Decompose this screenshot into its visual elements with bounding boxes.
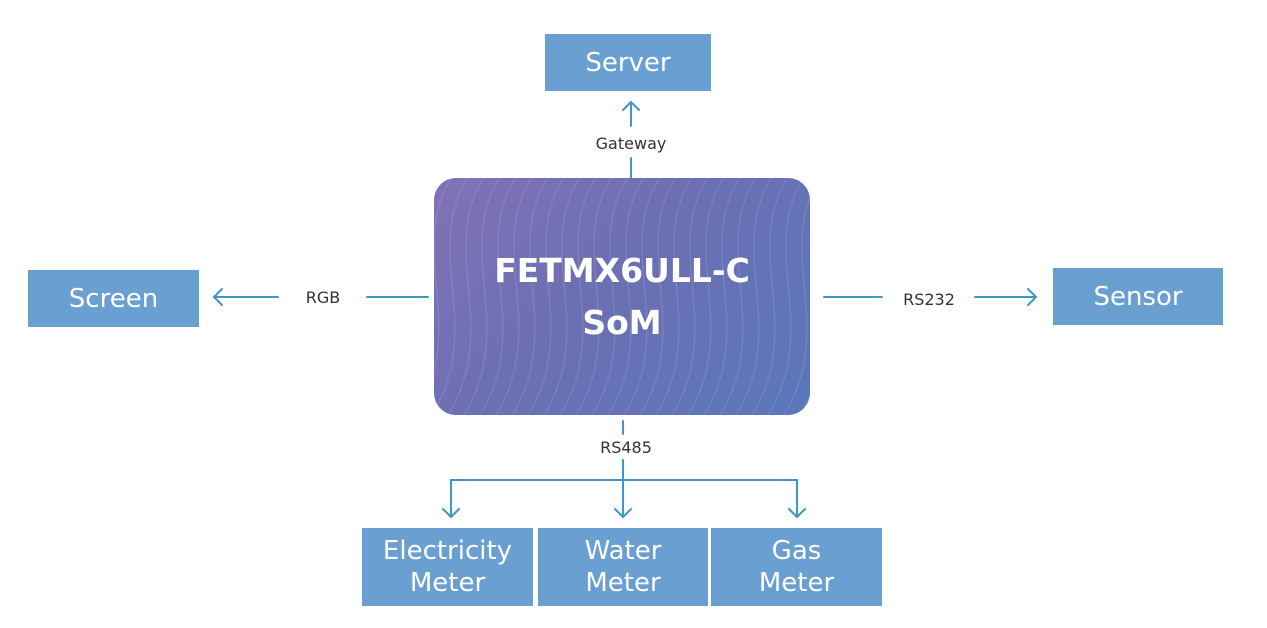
wave-line	[735, 178, 773, 415]
arrow-left-icon	[213, 288, 223, 306]
wave-line	[527, 178, 565, 415]
som-title-line1: FETMX6ULL-C	[494, 250, 750, 290]
wave-line	[655, 178, 693, 415]
rs485-label: RS485	[600, 438, 652, 457]
screen-node: Screen	[28, 270, 199, 327]
wave-line	[559, 178, 597, 415]
server-node: Server	[545, 34, 711, 91]
water-meter-label-line1: Water	[584, 536, 662, 566]
wave-line	[463, 178, 501, 415]
wave-line	[671, 178, 709, 415]
wave-line	[607, 178, 645, 415]
wave-line	[591, 178, 629, 415]
rgb-connector	[213, 288, 429, 306]
wave-line	[639, 178, 677, 415]
arrow-down-icon	[442, 508, 460, 518]
arrow-right-icon	[1027, 288, 1037, 306]
wave-line	[719, 178, 757, 415]
wave-line	[434, 178, 469, 414]
gas-meter-label-line1: Gas	[771, 536, 822, 566]
electricity-meter-label-line1: Electricity	[382, 536, 513, 566]
rs232-label: RS232	[903, 290, 955, 309]
sensor-node: Sensor	[1053, 268, 1223, 325]
wave-line	[703, 178, 741, 415]
wave-line	[447, 178, 485, 415]
wave-line	[543, 178, 581, 415]
gas-meter-label-line2: Meter	[758, 568, 835, 598]
som-module: FETMX6ULL-C SoM	[434, 178, 810, 415]
gateway-connector	[622, 101, 640, 179]
wave-line	[767, 178, 805, 415]
som-title-line2: SoM	[582, 302, 662, 342]
wave-pattern	[434, 178, 810, 415]
rs232-connector	[823, 288, 1037, 306]
wave-line	[687, 178, 725, 415]
electricity-meter-node: Electricity Meter	[362, 528, 533, 606]
wave-line	[575, 178, 613, 415]
gateway-label: Gateway	[595, 134, 667, 153]
sensor-label: Sensor	[1093, 281, 1183, 312]
arrow-down-icon	[788, 508, 806, 518]
wave-line	[434, 178, 453, 374]
wave-line	[511, 178, 549, 415]
arrow-down-icon	[614, 508, 632, 518]
wave-line	[623, 178, 661, 415]
water-meter-node: Water Meter	[538, 528, 708, 606]
rgb-label: RGB	[305, 288, 341, 307]
server-label: Server	[585, 47, 671, 78]
wave-line	[495, 178, 533, 415]
arrow-up-icon	[622, 101, 640, 111]
wave-line	[751, 178, 789, 415]
wave-line	[783, 195, 810, 415]
som-title: FETMX6ULL-C SoM	[434, 178, 810, 415]
wave-line	[479, 178, 517, 415]
rs485-connector	[442, 420, 806, 518]
water-meter-label-line2: Meter	[585, 568, 661, 598]
gas-meter-node: Gas Meter	[711, 528, 882, 606]
electricity-meter-label-line2: Meter	[409, 568, 486, 598]
screen-label: Screen	[68, 283, 159, 314]
